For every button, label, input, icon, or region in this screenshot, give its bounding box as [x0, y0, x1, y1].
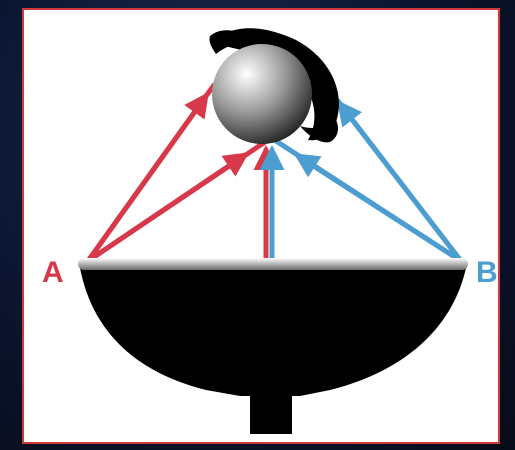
ray-a-arrow-upper [88, 96, 206, 261]
label-b: B [476, 256, 498, 289]
ray-a-arrow-lower [88, 155, 245, 261]
ray-b-arrow-lower [298, 156, 461, 261]
label-a: A [42, 256, 64, 289]
dish-rim [78, 258, 468, 270]
planet-body [212, 44, 312, 144]
radio-dish-icon [78, 258, 468, 434]
dish-bowl [80, 268, 466, 396]
ringed-planet-icon [209, 28, 338, 144]
ray-b-arrow-upper [340, 104, 461, 261]
dish-stand [250, 394, 292, 434]
